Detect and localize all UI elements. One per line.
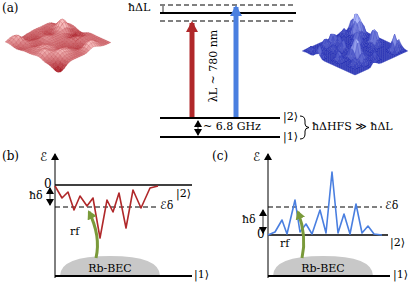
figure-label: 0 — [257, 228, 265, 241]
bec-cloud — [273, 256, 373, 276]
figure-label: ħδ — [242, 214, 256, 226]
figure-label: ~ 6.8 GHz — [203, 121, 261, 133]
red-laser-arrow — [190, 23, 195, 117]
detuned-level — [160, 5, 296, 6]
red-potential — [55, 186, 158, 238]
level-1 — [268, 275, 390, 277]
figure-label: λL ~ 780 nm — [208, 30, 220, 103]
figure-label: ħΔHFS ≫ ħΔL — [312, 121, 393, 133]
figure-label: ħδ — [29, 190, 43, 202]
figure-label: (c) — [212, 150, 228, 163]
figure-label: ℰ — [253, 151, 260, 164]
zero-level — [55, 184, 192, 186]
figure-label: |1⟩ — [393, 269, 408, 281]
figure-label: (b) — [2, 150, 19, 163]
surface-cell — [14, 47, 18, 49]
rf-arrow — [298, 212, 304, 258]
excited-level — [160, 12, 296, 14]
level-1 — [55, 275, 192, 277]
blue-laser-arrow — [234, 7, 239, 117]
figure-label: |2⟩ — [390, 237, 405, 249]
figure-label: |2⟩ — [283, 111, 298, 123]
surface-cell — [47, 63, 51, 65]
e-delta-line — [268, 207, 382, 208]
zero-level — [268, 234, 388, 236]
bec-cloud — [60, 256, 160, 276]
figure-label: ℰδ — [160, 200, 173, 212]
brace — [300, 116, 309, 139]
figure-label: |1⟩ — [283, 131, 298, 143]
delta-arrow — [263, 210, 264, 221]
blue-speckle-surface — [302, 14, 408, 75]
figure-label: rf — [70, 226, 79, 238]
figure-label: ℰ — [40, 151, 47, 164]
surface-cell — [62, 65, 66, 69]
red-speckle-surface — [5, 19, 111, 72]
figure-label: Rb-BEC — [301, 263, 345, 275]
figure-label: (a) — [2, 2, 19, 15]
splitting-arrow — [198, 121, 199, 128]
energy-axis — [268, 154, 269, 278]
surface-cell — [65, 62, 69, 65]
figure-label: rf — [280, 238, 289, 250]
energy-axis — [55, 154, 56, 278]
level-2 — [160, 117, 280, 119]
figure-label: |2⟩ — [176, 188, 191, 200]
blue-potential — [268, 172, 382, 235]
figure-label: 0 — [44, 178, 52, 191]
surface-cell — [49, 65, 53, 68]
surface-cell — [56, 70, 60, 72]
detuned-level — [160, 21, 296, 22]
delta-arrow — [50, 196, 51, 205]
surface-cell — [353, 73, 357, 75]
figure-label: |1⟩ — [194, 269, 209, 281]
detuning-bar — [163, 6, 164, 12]
rf-arrow — [89, 212, 97, 258]
figure-label: ħΔL — [128, 2, 150, 14]
figure-label: Rb-BEC — [88, 263, 132, 275]
level-1 — [160, 136, 280, 138]
splitting-arrow — [198, 128, 199, 135]
figure-label: ℰδ — [385, 200, 398, 212]
